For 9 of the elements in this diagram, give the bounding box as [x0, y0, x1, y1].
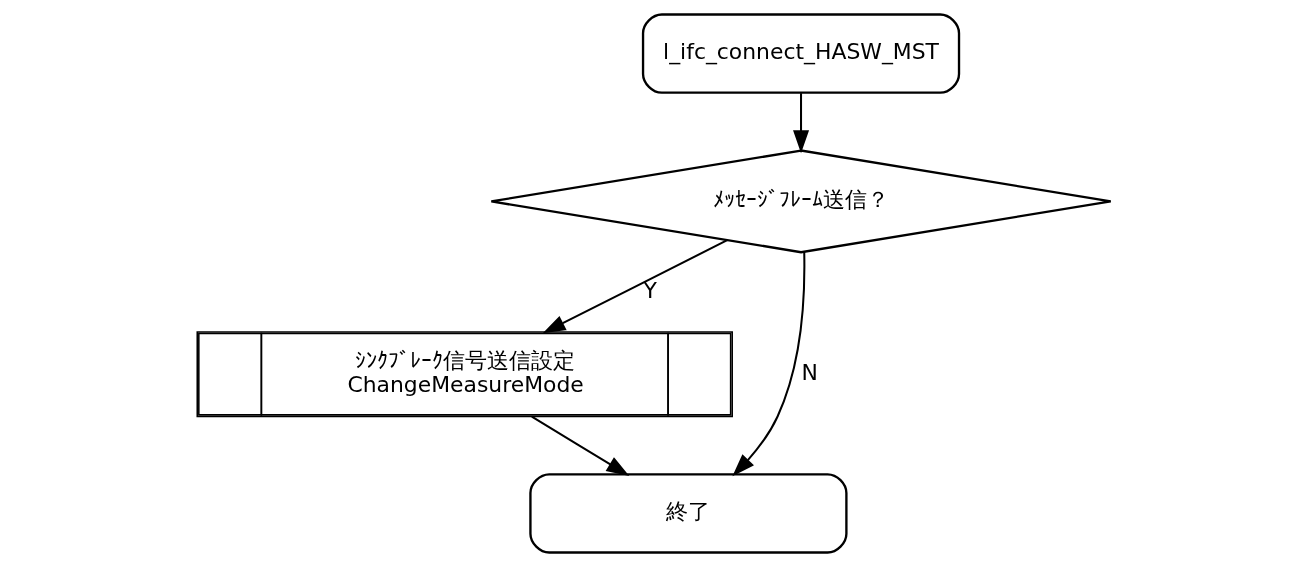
arrow	[792, 93, 809, 154]
edge-label: N	[800, 360, 818, 386]
edge-label: Y	[642, 277, 657, 303]
arrow	[731, 251, 805, 477]
arrow	[542, 239, 728, 334]
arrow	[530, 415, 629, 476]
node-box: l_ifc_connect_HASW_MST	[641, 13, 960, 94]
node-box: 終了	[528, 473, 848, 554]
node-diamond: ﾒｯｾｰｼﾞﾌﾚｰﾑ送信？	[489, 149, 1112, 254]
